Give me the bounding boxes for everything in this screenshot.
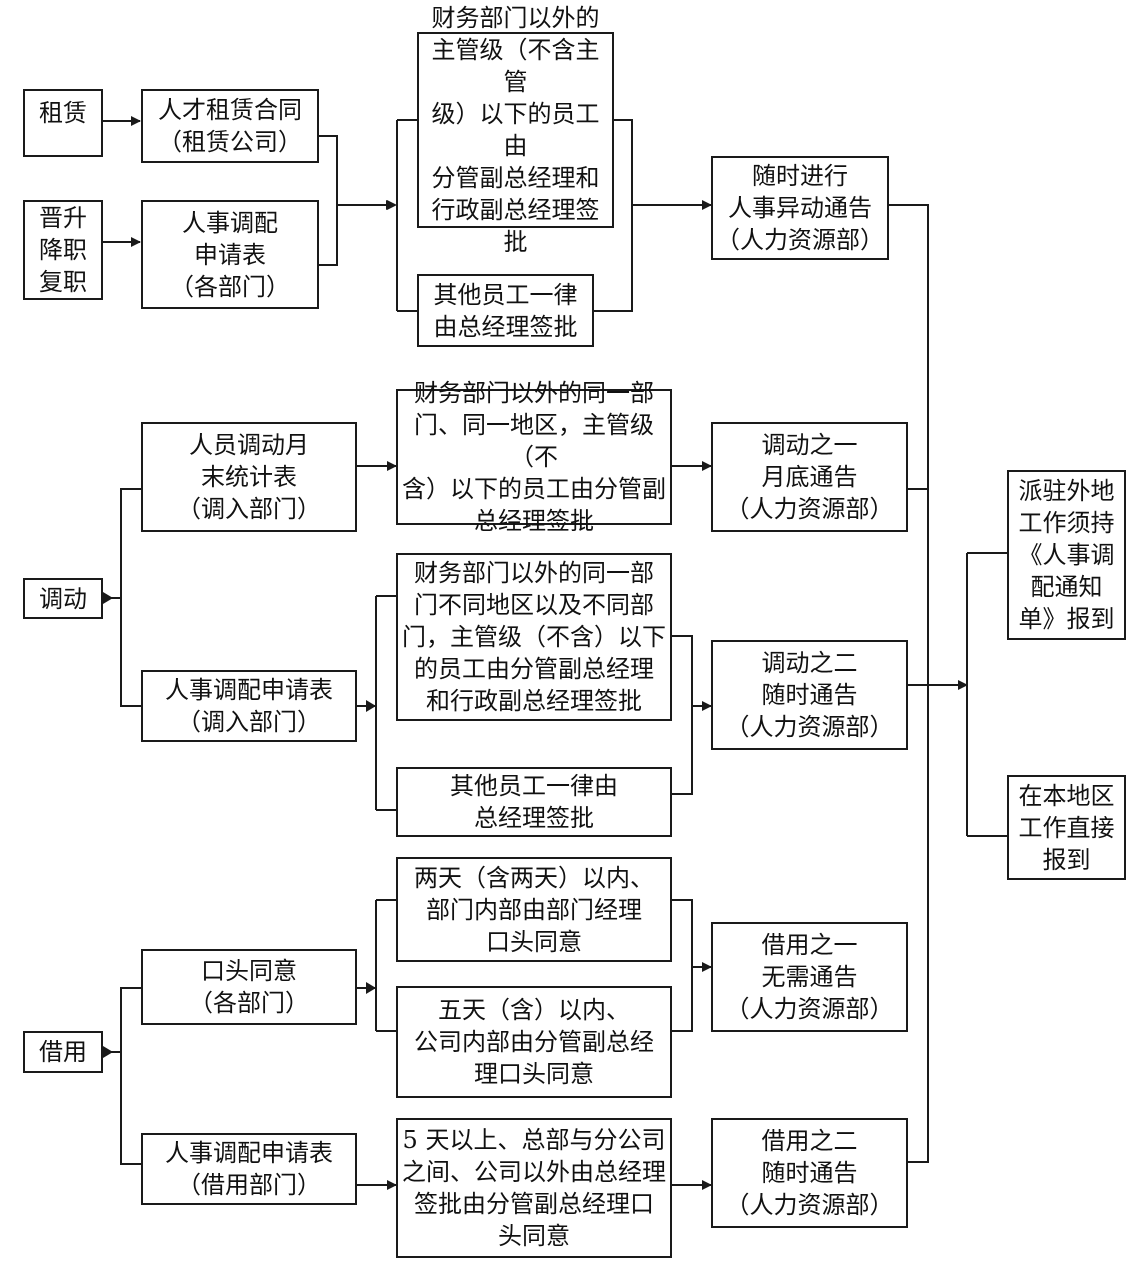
node-lease: 租赁	[23, 89, 103, 157]
edge-top-merge	[319, 135, 395, 266]
bracket-top-right	[594, 119, 711, 312]
node-approval-others-gm: 其他员工一律 由总经理签批	[417, 274, 594, 347]
node-notice-borrow-two: 借用之二 随时通告 （人力资源部）	[711, 1118, 908, 1228]
node-lease-contract: 人才租赁合同 （租赁公司）	[141, 89, 319, 163]
bracket-borrow-right	[672, 899, 711, 1032]
spine-notices	[889, 204, 929, 1163]
node-monthly-stats: 人员调动月 末统计表 （调入部门）	[141, 422, 357, 532]
node-five-days: 五天（含）以内、 公司内部由分管副总经 理口头同意	[396, 986, 672, 1098]
bracket-reports	[966, 552, 1007, 837]
node-approval-others-gm-2: 其他员工一律由 总经理签批	[396, 767, 672, 837]
arrowhead-top-bracket	[387, 200, 397, 210]
node-two-days: 两天（含两天）以内、 部门内部由部门经理 口头同意	[396, 857, 672, 962]
node-approval-diff-region: 财务部门以外的同一部 门不同地区以及不同部 门，主管级（不含）以下 的员工由分管…	[396, 553, 672, 721]
node-approval-supervisor: 财务部门以外的 主管级（不含主管 级）以下的员工由 分管副总经理和 行政副总经理…	[417, 4, 614, 256]
node-over-five-days: 5 天以上、总部与分公司 之间、公司以外由总经理 签批由分管副总经理口 头同意	[396, 1118, 672, 1258]
arrowhead-transfer-in	[103, 592, 113, 604]
arrowhead-borrow-in	[103, 1046, 113, 1058]
node-notice-transfer-one: 调动之一 月底通告 （人力资源部）	[711, 422, 908, 532]
bracket-transfer-approvals	[375, 595, 397, 811]
node-report-local: 在本地区 工作直接 报到	[1007, 775, 1126, 880]
arrowhead-bracket-borrow	[366, 982, 376, 994]
bracket-top-approvals	[396, 119, 417, 312]
node-report-offsite: 派驻外地 工作须持 《人事调 配通知 单》报到	[1007, 470, 1126, 640]
bracket-borrow-approvals	[375, 899, 397, 1032]
node-notice-borrow-one: 借用之一 无需通告 （人力资源部）	[711, 922, 908, 1032]
node-notice-transfer-two: 调动之二 随时通告 （人力资源部）	[711, 640, 908, 750]
bracket-transfer-right	[672, 635, 711, 795]
edge-borrow-tree	[103, 987, 141, 1165]
node-transfer: 调动	[23, 578, 103, 619]
node-approval-same-region: 财务部门以外的同一部 门、同一地区，主管级（不 含）以下的员工由分管副 总经理签…	[396, 379, 672, 535]
node-transfer-form-in: 人事调配申请表 （调入部门）	[141, 670, 357, 742]
node-notice-anytime: 随时进行 人事异动通告 （人力资源部）	[711, 156, 889, 260]
node-verbal-consent: 口头同意 （各部门）	[141, 949, 357, 1025]
node-transfer-form-departments: 人事调配 申请表 （各部门）	[141, 200, 319, 309]
node-borrow-form: 人事调配申请表 （借用部门）	[141, 1133, 357, 1205]
node-borrow: 借用	[23, 1031, 103, 1073]
node-promotion-demotion: 晋升 降职 复职	[23, 200, 103, 300]
arrowhead-bracket-transfer	[366, 700, 376, 712]
